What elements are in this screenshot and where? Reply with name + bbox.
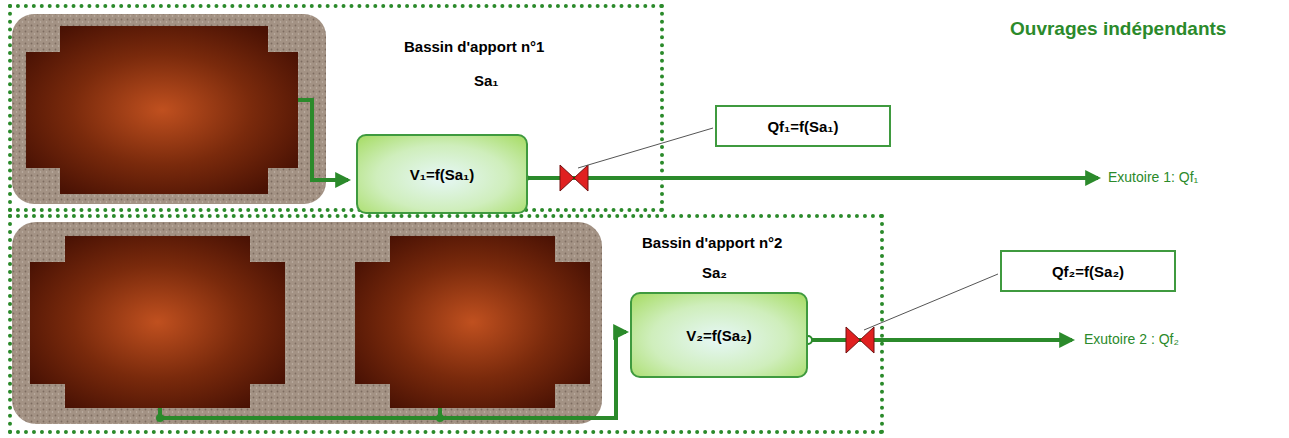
building xyxy=(30,236,285,408)
volume-formula: V₂=f(Sa₂) xyxy=(686,327,751,344)
flow-formula: Qf₂=f(Sa₂) xyxy=(1052,263,1124,280)
callout-box: Qf₂=f(Sa₂) xyxy=(1000,250,1176,292)
building xyxy=(26,26,298,194)
outlet-label: Exutoire 1: Qf₁ xyxy=(1108,169,1198,185)
catchment-area: Bassin d'apport n°2Sa₂ V₂=f(Sa₂) xyxy=(8,214,884,434)
outlet-line xyxy=(524,176,1098,180)
diagram-title: Ouvrages indépendants xyxy=(1010,18,1226,40)
valve-symbol xyxy=(560,165,588,191)
volume-formula: V₁=f(Sa₁) xyxy=(410,166,475,183)
leader-line xyxy=(864,274,998,330)
flow-formula: Qf₁=f(Sa₁) xyxy=(767,118,838,135)
leader-line xyxy=(578,128,713,168)
storage-box: V₁=f(Sa₁) xyxy=(356,134,528,214)
area-title: Bassin d'apport n°1 xyxy=(404,38,544,55)
area-title: Bassin d'apport n°2 xyxy=(642,234,782,251)
callout-box: Qf₁=f(Sa₁) xyxy=(715,105,891,147)
area-name: Sa₂ xyxy=(702,264,727,281)
storage-box: V₂=f(Sa₂) xyxy=(630,292,808,378)
outlet-label: Exutoire 2 : Qf₂ xyxy=(1084,331,1179,347)
building xyxy=(355,236,590,408)
area-name: Sa₁ xyxy=(474,72,499,89)
building-plot xyxy=(12,14,326,204)
building-plot xyxy=(12,222,602,424)
pipe xyxy=(160,332,626,418)
valve-symbol xyxy=(846,327,874,353)
catchment-area: Bassin d'apport n°1Sa₁ V₁=f(Sa₁) xyxy=(8,4,664,212)
pipe xyxy=(298,100,348,180)
